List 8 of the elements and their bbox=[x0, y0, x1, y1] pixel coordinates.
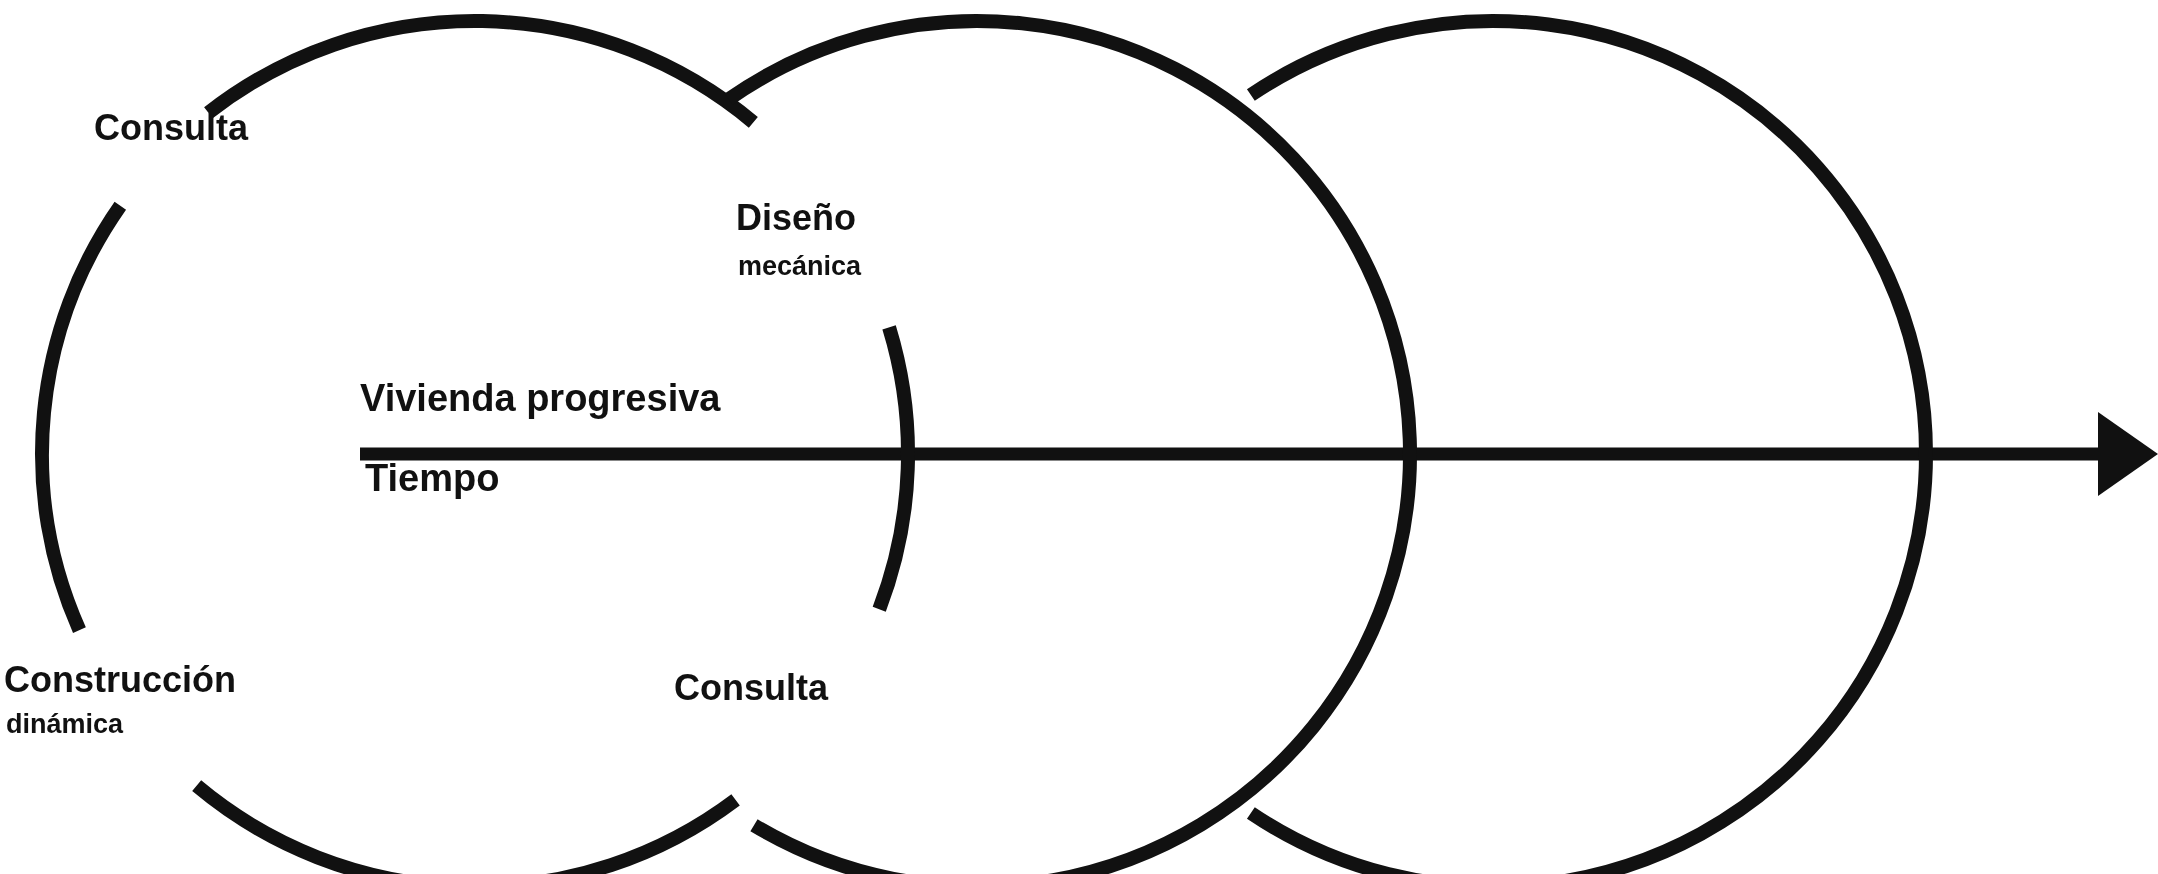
text-label: Construcción bbox=[4, 660, 236, 700]
text-label: Vivienda progresiva bbox=[360, 378, 721, 420]
text-label: mecánica bbox=[738, 252, 862, 282]
text-label: Consulta bbox=[94, 108, 248, 148]
text-label: Diseño bbox=[736, 198, 857, 238]
text-label: Tiempo bbox=[365, 458, 500, 500]
text-label: Consulta bbox=[674, 668, 828, 708]
text-label: dinámica bbox=[6, 710, 124, 740]
